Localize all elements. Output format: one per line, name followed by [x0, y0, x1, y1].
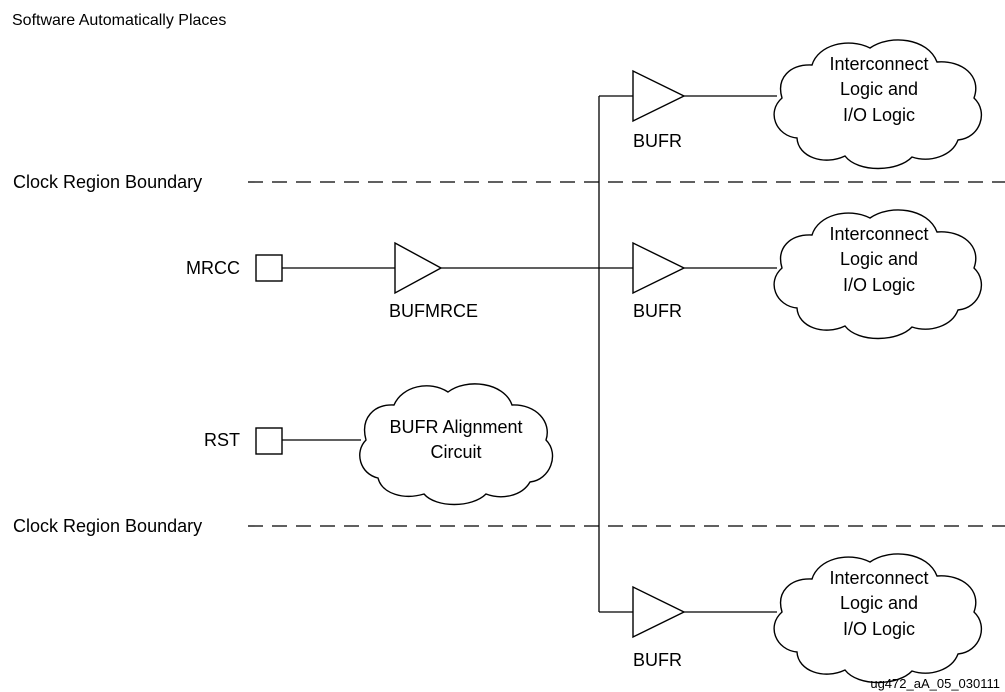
bufr-bottom-buffer: [632, 585, 686, 639]
rst-pin: [255, 427, 283, 455]
interconnect-middle-line2: Logic and: [840, 249, 918, 269]
interconnect-bottom-line1: Interconnect: [829, 568, 928, 588]
interconnect-top-line2: Logic and: [840, 79, 918, 99]
interconnect-middle-line3: I/O Logic: [843, 275, 915, 295]
interconnect-middle-line1: Interconnect: [829, 224, 928, 244]
mrcc-pin: [255, 254, 283, 282]
boundary-label-top: Clock Region Boundary: [13, 172, 202, 192]
mrcc-label: MRCC: [186, 258, 240, 278]
bufr-middle-label: BUFR: [633, 301, 682, 321]
bufmrce-label: BUFMRCE: [389, 301, 478, 321]
interconnect-top-line1: Interconnect: [829, 54, 928, 74]
interconnect-top-line3: I/O Logic: [843, 105, 915, 125]
figure-id: ug472_aA_05_030111: [870, 676, 1000, 691]
interconnect-cloud-middle: Interconnect Logic and I/O Logic: [773, 209, 983, 340]
bufr-top-buffer: [632, 69, 686, 123]
boundary-label-bottom: Clock Region Boundary: [13, 516, 202, 536]
interconnect-cloud-top: Interconnect Logic and I/O Logic: [773, 39, 983, 170]
rst-label: RST: [204, 430, 240, 450]
alignment-line2: Circuit: [430, 442, 481, 462]
bufmrce-buffer: [394, 241, 443, 295]
bufr-top-label: BUFR: [633, 131, 682, 151]
interconnect-bottom-line2: Logic and: [840, 593, 918, 613]
alignment-line1: BUFR Alignment: [389, 417, 522, 437]
alignment-cloud: BUFR Alignment Circuit: [359, 383, 554, 506]
interconnect-cloud-bottom: Interconnect Logic and I/O Logic: [773, 553, 983, 684]
interconnect-bottom-line3: I/O Logic: [843, 619, 915, 639]
diagram-title: Software Automatically Places: [12, 12, 226, 29]
bufr-middle-buffer: [632, 241, 686, 295]
bufr-bottom-label: BUFR: [633, 650, 682, 670]
